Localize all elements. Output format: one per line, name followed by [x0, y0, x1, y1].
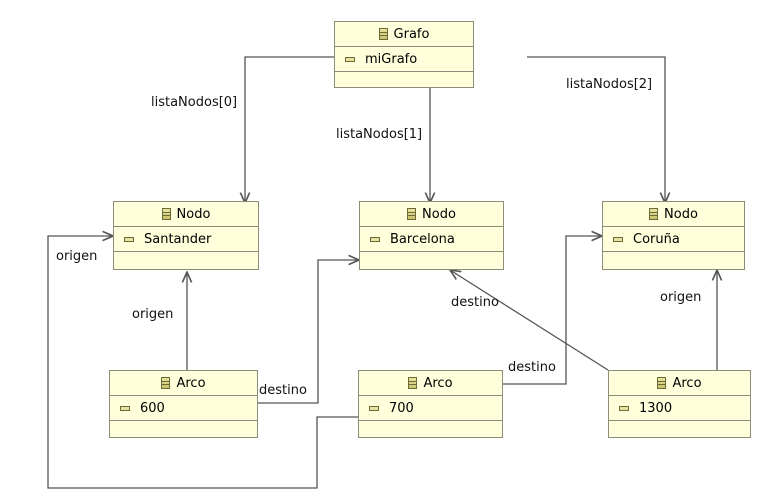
attribute-row: 1300 — [609, 396, 750, 421]
edge-700-origen — [47, 236, 358, 489]
edge-grafo-coruna — [527, 56, 665, 203]
class-name: Arco — [423, 375, 453, 391]
class-name: Nodo — [422, 206, 456, 222]
class-header: Arco — [359, 371, 502, 396]
class-header: Nodo — [360, 202, 503, 227]
attribute-icon — [345, 56, 355, 62]
class-name: Nodo — [176, 206, 211, 222]
edge-grafo-santander — [245, 56, 334, 203]
class-icon — [407, 208, 417, 220]
attribute-row: 600 — [110, 396, 257, 421]
attribute-icon — [619, 405, 629, 411]
edge-label-lista1: listaNodos[1] — [336, 127, 423, 142]
class-header: Nodo — [114, 202, 258, 227]
class-header: Arco — [110, 371, 257, 396]
edge-label-origen-600: origen — [132, 307, 174, 322]
edge-1300-destino — [450, 270, 609, 371]
class-arco-1300: Arco 1300 — [608, 370, 751, 438]
edge-label-destino-700: destino — [508, 360, 556, 375]
attribute-name: miGrafo — [365, 51, 418, 67]
edge-600-destino — [258, 260, 359, 404]
edge-label-lista2: listaNodos[2] — [566, 77, 653, 92]
attribute-row: Santander — [114, 227, 258, 252]
edge-label-origen-1300: origen — [660, 290, 702, 305]
class-header: Arco — [609, 371, 750, 396]
class-icon — [378, 28, 388, 40]
attribute-name: Barcelona — [390, 231, 455, 247]
attribute-icon — [613, 236, 623, 242]
edge-700-destino — [503, 236, 602, 385]
class-grafo: Grafo miGrafo — [334, 21, 474, 88]
class-icon — [161, 208, 171, 220]
class-icon — [408, 377, 418, 389]
class-icon — [161, 377, 171, 389]
attribute-icon — [370, 236, 380, 242]
edge-label-destino-600: destino — [259, 383, 307, 398]
class-name: Arco — [672, 375, 702, 391]
class-arco-600: Arco 600 — [109, 370, 258, 438]
class-nodo-santander: Nodo Santander — [113, 201, 259, 270]
attribute-name: Santander — [144, 231, 212, 247]
attribute-row: miGrafo — [335, 47, 473, 72]
attribute-row: Coruña — [603, 227, 744, 252]
attribute-icon — [124, 236, 134, 242]
class-name: Nodo — [664, 206, 698, 222]
class-arco-700: Arco 700 — [358, 370, 503, 438]
attribute-icon — [369, 405, 379, 411]
attribute-row: Barcelona — [360, 227, 503, 252]
class-name: Arco — [176, 375, 206, 391]
edge-label-destino-1300: destino — [451, 295, 499, 310]
class-nodo-coruna: Nodo Coruña — [602, 201, 745, 270]
class-name: Grafo — [393, 26, 430, 42]
class-icon — [649, 208, 659, 220]
class-nodo-barcelona: Nodo Barcelona — [359, 201, 504, 270]
attribute-icon — [120, 405, 130, 411]
attribute-name: 1300 — [639, 400, 673, 416]
class-header: Nodo — [603, 202, 744, 227]
class-icon — [657, 377, 667, 389]
attribute-name: 600 — [140, 400, 165, 416]
attribute-row: 700 — [359, 396, 502, 421]
class-header: Grafo — [335, 22, 473, 47]
edge-label-lista0: listaNodos[0] — [151, 95, 238, 110]
attribute-name: 700 — [389, 400, 414, 416]
edge-label-origen-700: origen — [56, 249, 98, 264]
attribute-name: Coruña — [633, 231, 680, 247]
